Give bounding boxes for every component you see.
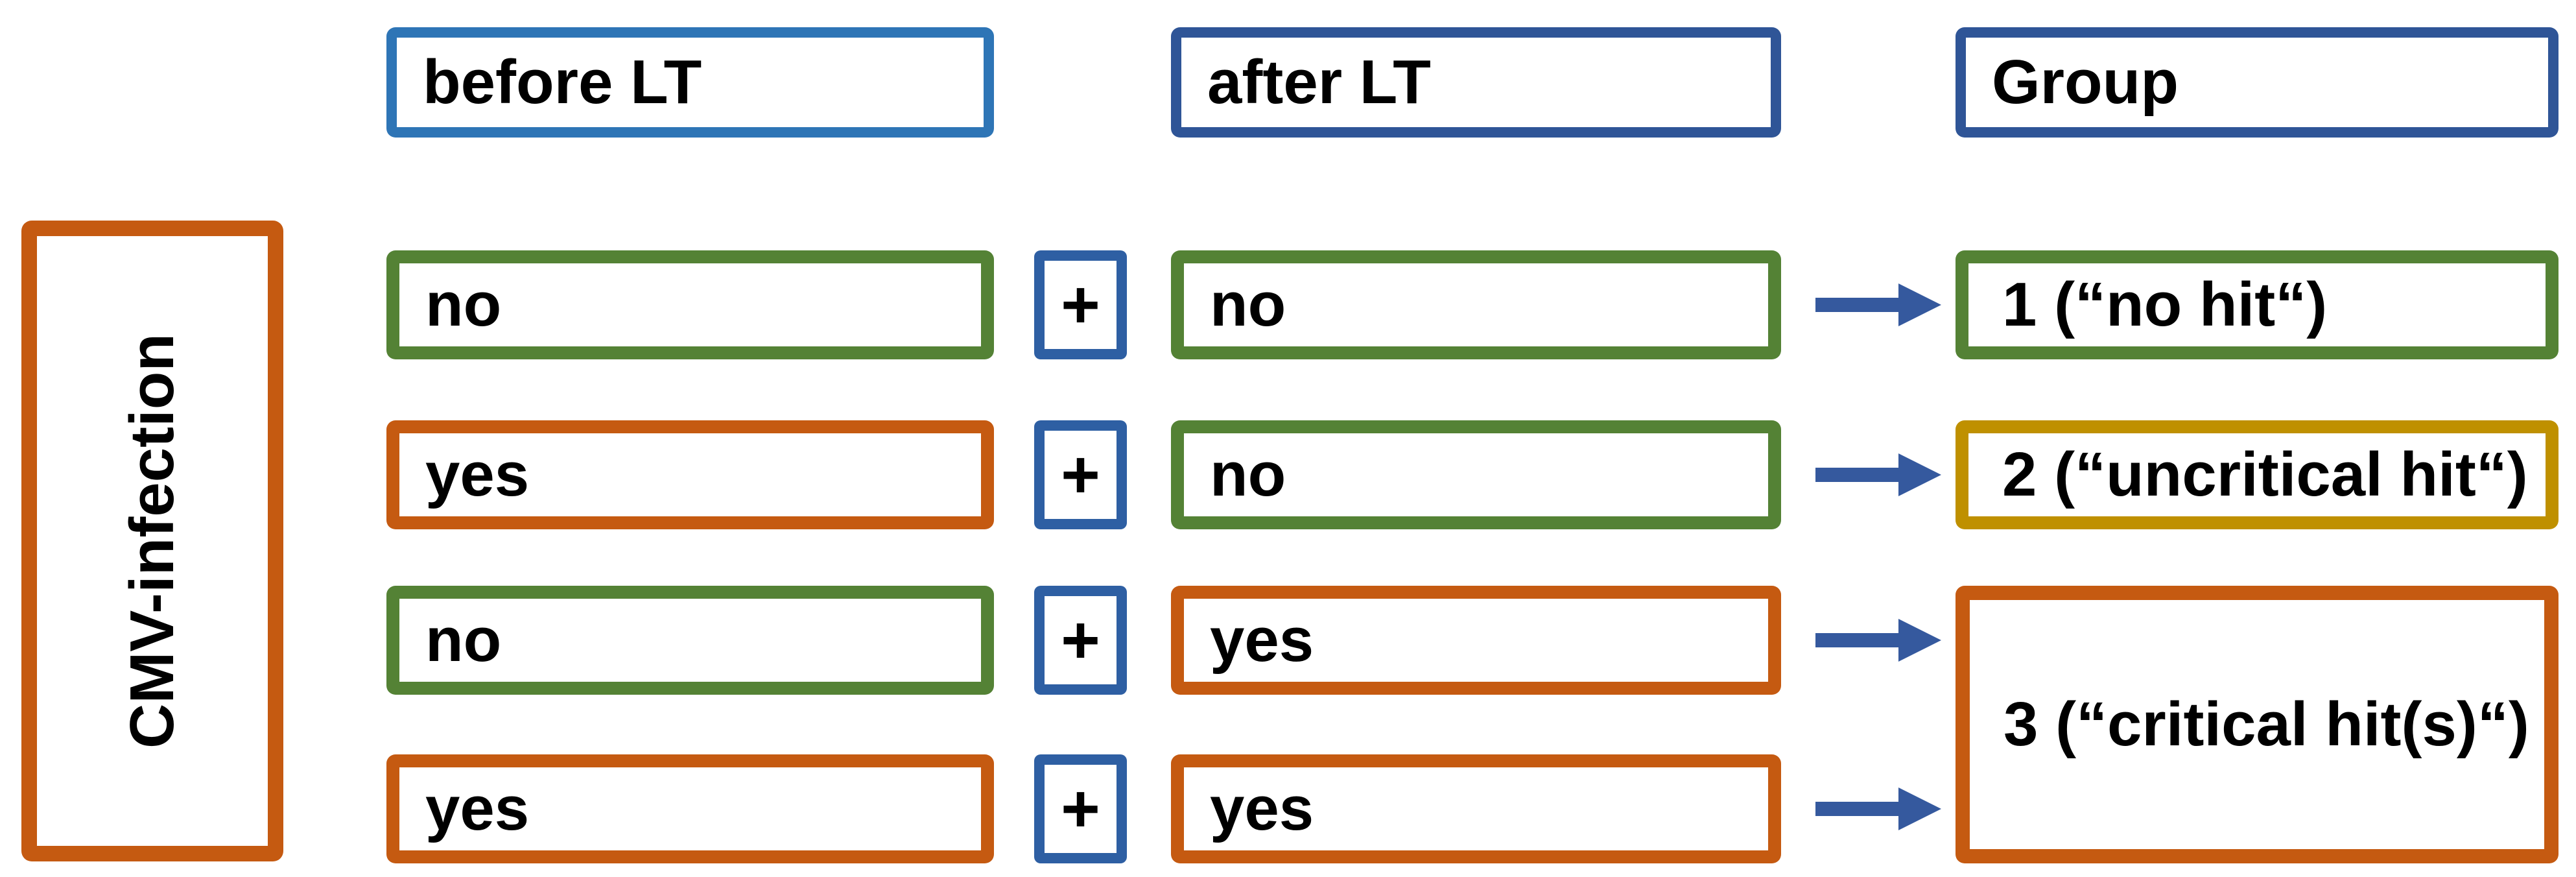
group-2-box: 2 (“uncritical hit“) xyxy=(1956,420,2558,529)
arrow-shaft xyxy=(1815,298,1900,312)
arrow-head xyxy=(1898,453,1941,496)
row-2-after-label: no xyxy=(1210,440,1286,509)
row-4-before-box: yes xyxy=(386,754,994,863)
plus-icon: + xyxy=(1061,437,1100,512)
row-3-after-label: yes xyxy=(1210,605,1314,675)
arrow-head xyxy=(1898,283,1941,326)
row-1-before-box: no xyxy=(386,250,994,359)
row-4-before-label: yes xyxy=(425,774,530,843)
arrow-head xyxy=(1898,787,1941,830)
arrow-right-icon xyxy=(1815,283,1941,326)
plus-icon: + xyxy=(1061,603,1100,678)
row-1-after-box: no xyxy=(1171,250,1781,359)
header-after-lt-label: after LT xyxy=(1207,47,1431,117)
arrow-head xyxy=(1898,619,1941,662)
row-2-plus-box: + xyxy=(1034,420,1127,529)
arrow-right-icon xyxy=(1815,619,1941,662)
row-3-before-box: no xyxy=(386,586,994,695)
row-4-after-label: yes xyxy=(1210,774,1314,843)
header-group-label: Group xyxy=(1992,47,2179,117)
arrow-shaft xyxy=(1815,633,1900,647)
row-3-before-label: no xyxy=(425,605,502,675)
arrow-shaft xyxy=(1815,802,1900,816)
row-1-plus-box: + xyxy=(1034,250,1127,359)
group-1-label: 1 (“no hit“) xyxy=(2002,270,2328,339)
row-2-after-box: no xyxy=(1171,420,1781,529)
row-4-plus-box: + xyxy=(1034,754,1127,863)
group-3-label: 3 (“critical hit(s)“) xyxy=(2003,690,2529,759)
cmv-infection-box: CMV-infection xyxy=(21,221,283,861)
plus-icon: + xyxy=(1061,267,1100,342)
header-group: Group xyxy=(1956,27,2558,138)
arrow-right-icon xyxy=(1815,453,1941,496)
row-4-after-box: yes xyxy=(1171,754,1781,863)
arrow-shaft xyxy=(1815,468,1900,482)
row-2-before-label: yes xyxy=(425,440,530,509)
row-2-before-box: yes xyxy=(386,420,994,529)
row-1-after-label: no xyxy=(1210,270,1286,339)
row-3-after-box: yes xyxy=(1171,586,1781,695)
arrow-right-icon xyxy=(1815,787,1941,830)
group-1-box: 1 (“no hit“) xyxy=(1956,250,2558,359)
header-before-lt-label: before LT xyxy=(423,47,702,117)
cmv-infection-label: CMV-infection xyxy=(117,333,187,749)
header-after-lt: after LT xyxy=(1171,27,1781,138)
header-before-lt: before LT xyxy=(386,27,994,138)
plus-icon: + xyxy=(1061,771,1100,847)
row-3-plus-box: + xyxy=(1034,586,1127,695)
group-2-label: 2 (“uncritical hit“) xyxy=(2002,440,2528,509)
group-3-merged-box: 3 (“critical hit(s)“) xyxy=(1956,586,2558,863)
row-1-before-label: no xyxy=(425,270,502,339)
